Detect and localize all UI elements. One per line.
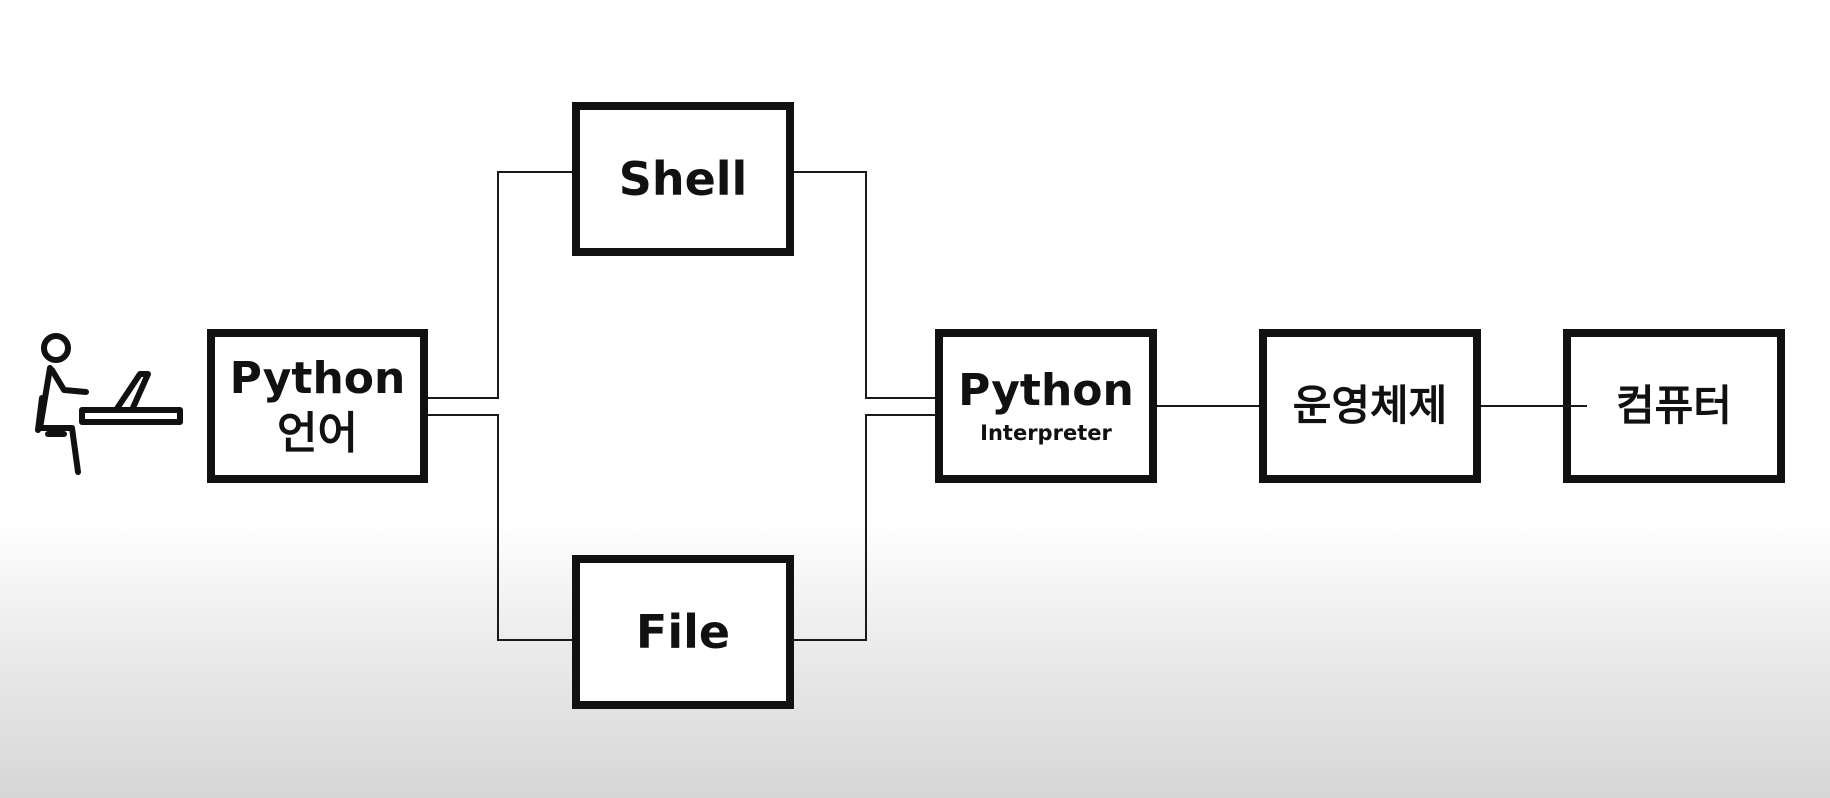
python-interpreter-box: Python Interpreter [935,329,1157,483]
operating-system-box: 운영체제 [1259,329,1481,483]
file-box: File [572,555,794,709]
connector-lang-shell [428,397,498,399]
shell-label: Shell [618,151,748,206]
python-language-box: Python 언어 [207,329,428,483]
connector-shell-interpreter [794,171,867,173]
connector-lang-shell [497,171,572,173]
connector-shell-interpreter [865,171,867,399]
python-language-label: Python [229,353,406,404]
computer-box: 컴퓨터 [1563,329,1785,483]
person-at-laptop-icon [35,333,183,475]
connector-lang-file [497,639,572,641]
connector-file-interpreter [865,414,867,641]
connector-file-interpreter [865,414,935,416]
connector-shell-interpreter [865,397,935,399]
shell-box: Shell [572,102,794,256]
language-label: 언어 [277,408,358,459]
interpreter-subtitle: Interpreter [980,420,1112,445]
operating-system-label: 운영체제 [1292,380,1448,430]
computer-label: 컴퓨터 [1616,380,1732,430]
interpreter-title: Python [958,365,1134,417]
connector-interpreter-os [1157,405,1259,407]
connector-os-computer [1481,405,1587,407]
connector-file-interpreter [794,639,867,641]
connector-lang-file [497,414,499,641]
file-label: File [635,604,731,659]
connector-lang-file [428,414,498,416]
connector-lang-shell [497,171,499,399]
